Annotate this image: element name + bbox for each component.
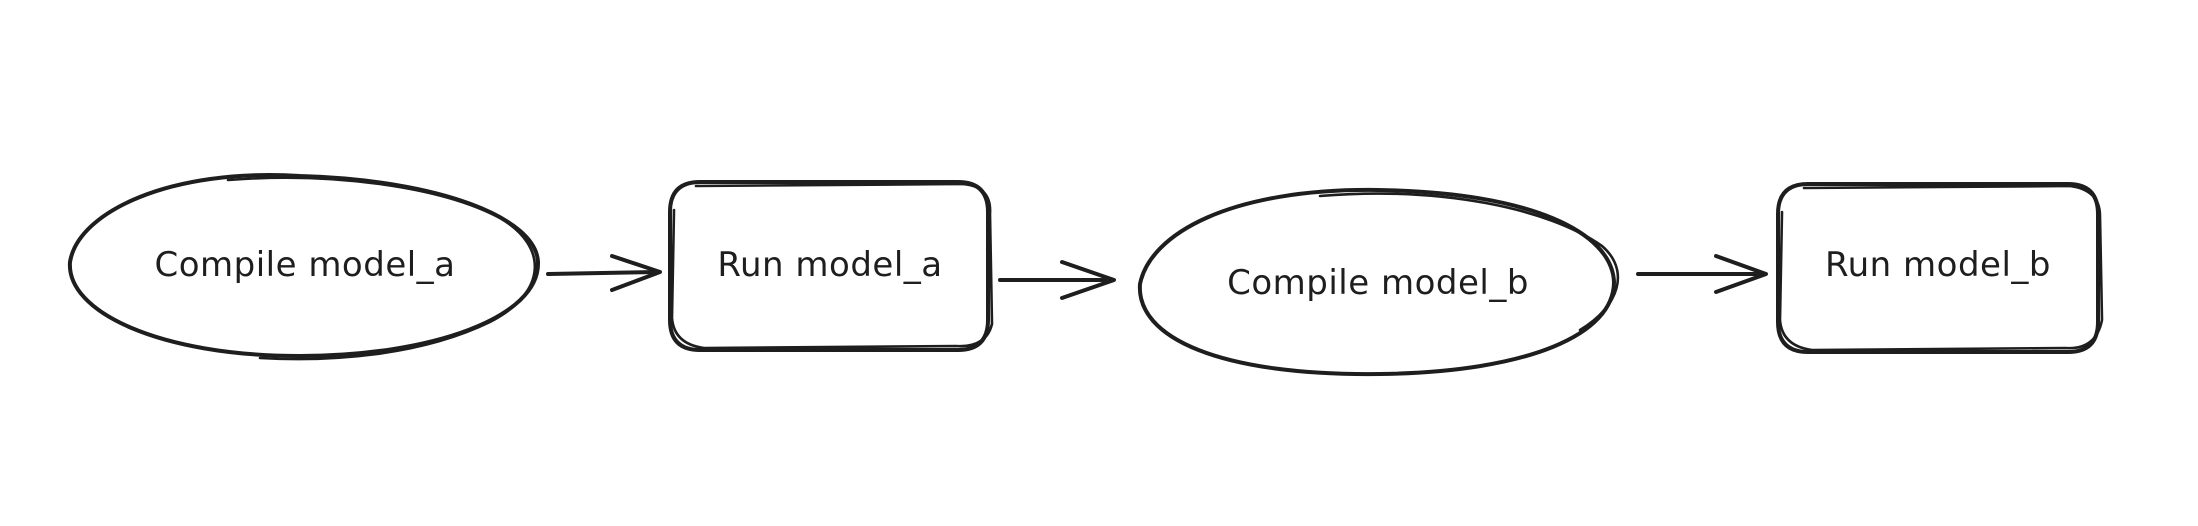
node-compile-model-a[interactable]: Compile model_a xyxy=(67,173,541,361)
node-label: Compile model_b xyxy=(1227,263,1529,303)
edge-compile-a-to-run-a xyxy=(546,254,662,292)
node-compile-model-b[interactable]: Compile model_b xyxy=(1137,187,1620,377)
edge-run-a-to-compile-b xyxy=(998,260,1116,300)
node-label: Run model_a xyxy=(717,245,942,285)
node-label: Compile model_a xyxy=(154,245,455,285)
node-run-model-b[interactable]: Run model_b xyxy=(1776,182,2104,354)
node-label: Run model_b xyxy=(1825,245,2051,285)
edge-compile-b-to-run-b xyxy=(1636,254,1768,294)
node-run-model-a[interactable]: Run model_a xyxy=(668,180,994,352)
